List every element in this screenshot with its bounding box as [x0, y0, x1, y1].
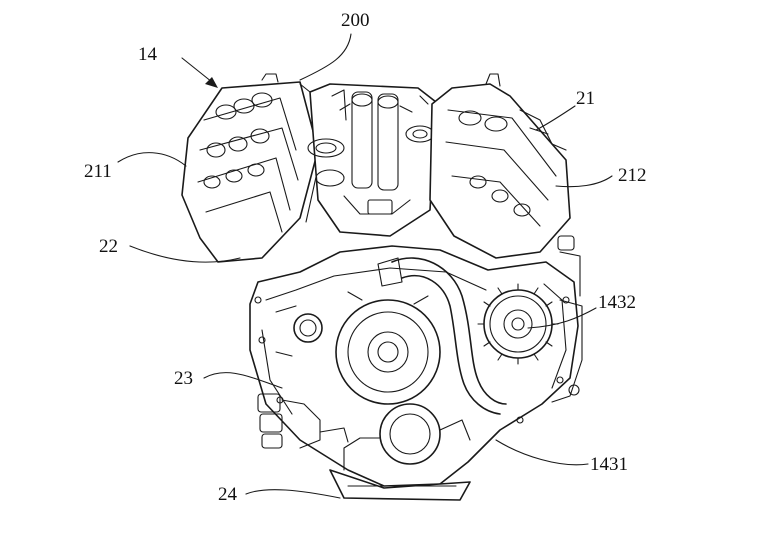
- engine-illustration: [181, 73, 583, 501]
- right-mount-bracket: [551, 251, 583, 403]
- label-22: 22: [99, 236, 118, 257]
- label-24: 24: [218, 484, 238, 505]
- right-cylinder-head: [429, 73, 575, 259]
- leader-24: [245, 489, 341, 499]
- leader-212: [555, 175, 613, 188]
- leader-1431: [495, 439, 589, 466]
- label-1432: 1432: [598, 292, 636, 313]
- oil-pan: [329, 469, 471, 501]
- label-1431: 1431: [590, 454, 628, 475]
- leader-1432: [527, 307, 597, 329]
- label-14: 14: [138, 44, 158, 65]
- leader-21: [535, 105, 576, 131]
- leader-22: [129, 245, 241, 263]
- label-21: 21: [576, 88, 595, 109]
- left-cylinder-head: [181, 73, 323, 263]
- label-23: 23: [174, 368, 193, 389]
- reference-labels: 14 200 21 211 212 22 1432 23 1431 24: [84, 10, 647, 505]
- pump-gear: [477, 283, 559, 365]
- generator-cover: [335, 291, 441, 405]
- leader-lines: [117, 33, 613, 499]
- coolant-pipe: [377, 257, 507, 415]
- label-211: 211: [84, 161, 112, 182]
- lower-left-fittings: [257, 393, 349, 449]
- arrowhead-14: [205, 77, 218, 88]
- left-side-cover: [275, 305, 323, 357]
- label-212: 212: [618, 165, 647, 186]
- intake-assembly: [307, 83, 437, 237]
- leader-23: [203, 372, 283, 389]
- oil-filter-housing: [343, 403, 471, 471]
- leader-211: [117, 152, 187, 167]
- leader-14-arrow: [181, 57, 213, 83]
- label-200: 200: [341, 10, 370, 31]
- leader-200: [299, 33, 352, 81]
